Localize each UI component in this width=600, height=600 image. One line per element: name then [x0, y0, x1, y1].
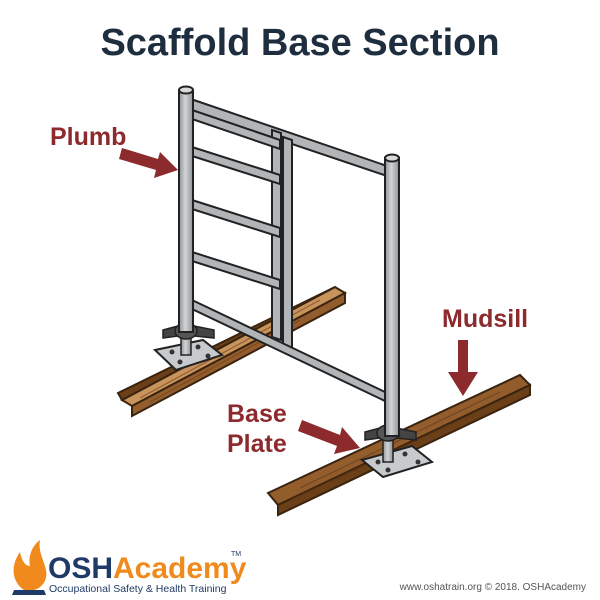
oshacademy-logo: OSHAcademy TM Occupational Safety & Heal… [12, 540, 247, 595]
svg-text:OSHAcademy: OSHAcademy [48, 552, 247, 585]
flame-icon [12, 540, 47, 595]
page-title: Scaffold Base Section [100, 22, 499, 64]
mudsill-arrow [448, 340, 478, 396]
logo-tagline: Occupational Safety & Health Training [49, 583, 227, 595]
base-plate-arrow [298, 420, 360, 454]
logo-trademark: TM [231, 551, 241, 558]
base-plate-label-line1: Base [227, 400, 287, 428]
mudsill-back [116, 285, 348, 418]
base-plate-front [359, 444, 435, 479]
plumb-label: Plumb [50, 123, 126, 151]
logo-prefix: OSH [48, 552, 113, 585]
base-plate-label-line2: Plate [227, 430, 287, 458]
scaffold-frame [178, 85, 400, 437]
logo-suffix: Academy [113, 552, 247, 585]
copyright-credit: www.oshatrain.org © 2018. OSHAcademy [399, 582, 586, 593]
mudsill-label: Mudsill [442, 305, 528, 333]
plumb-arrow [119, 148, 178, 178]
